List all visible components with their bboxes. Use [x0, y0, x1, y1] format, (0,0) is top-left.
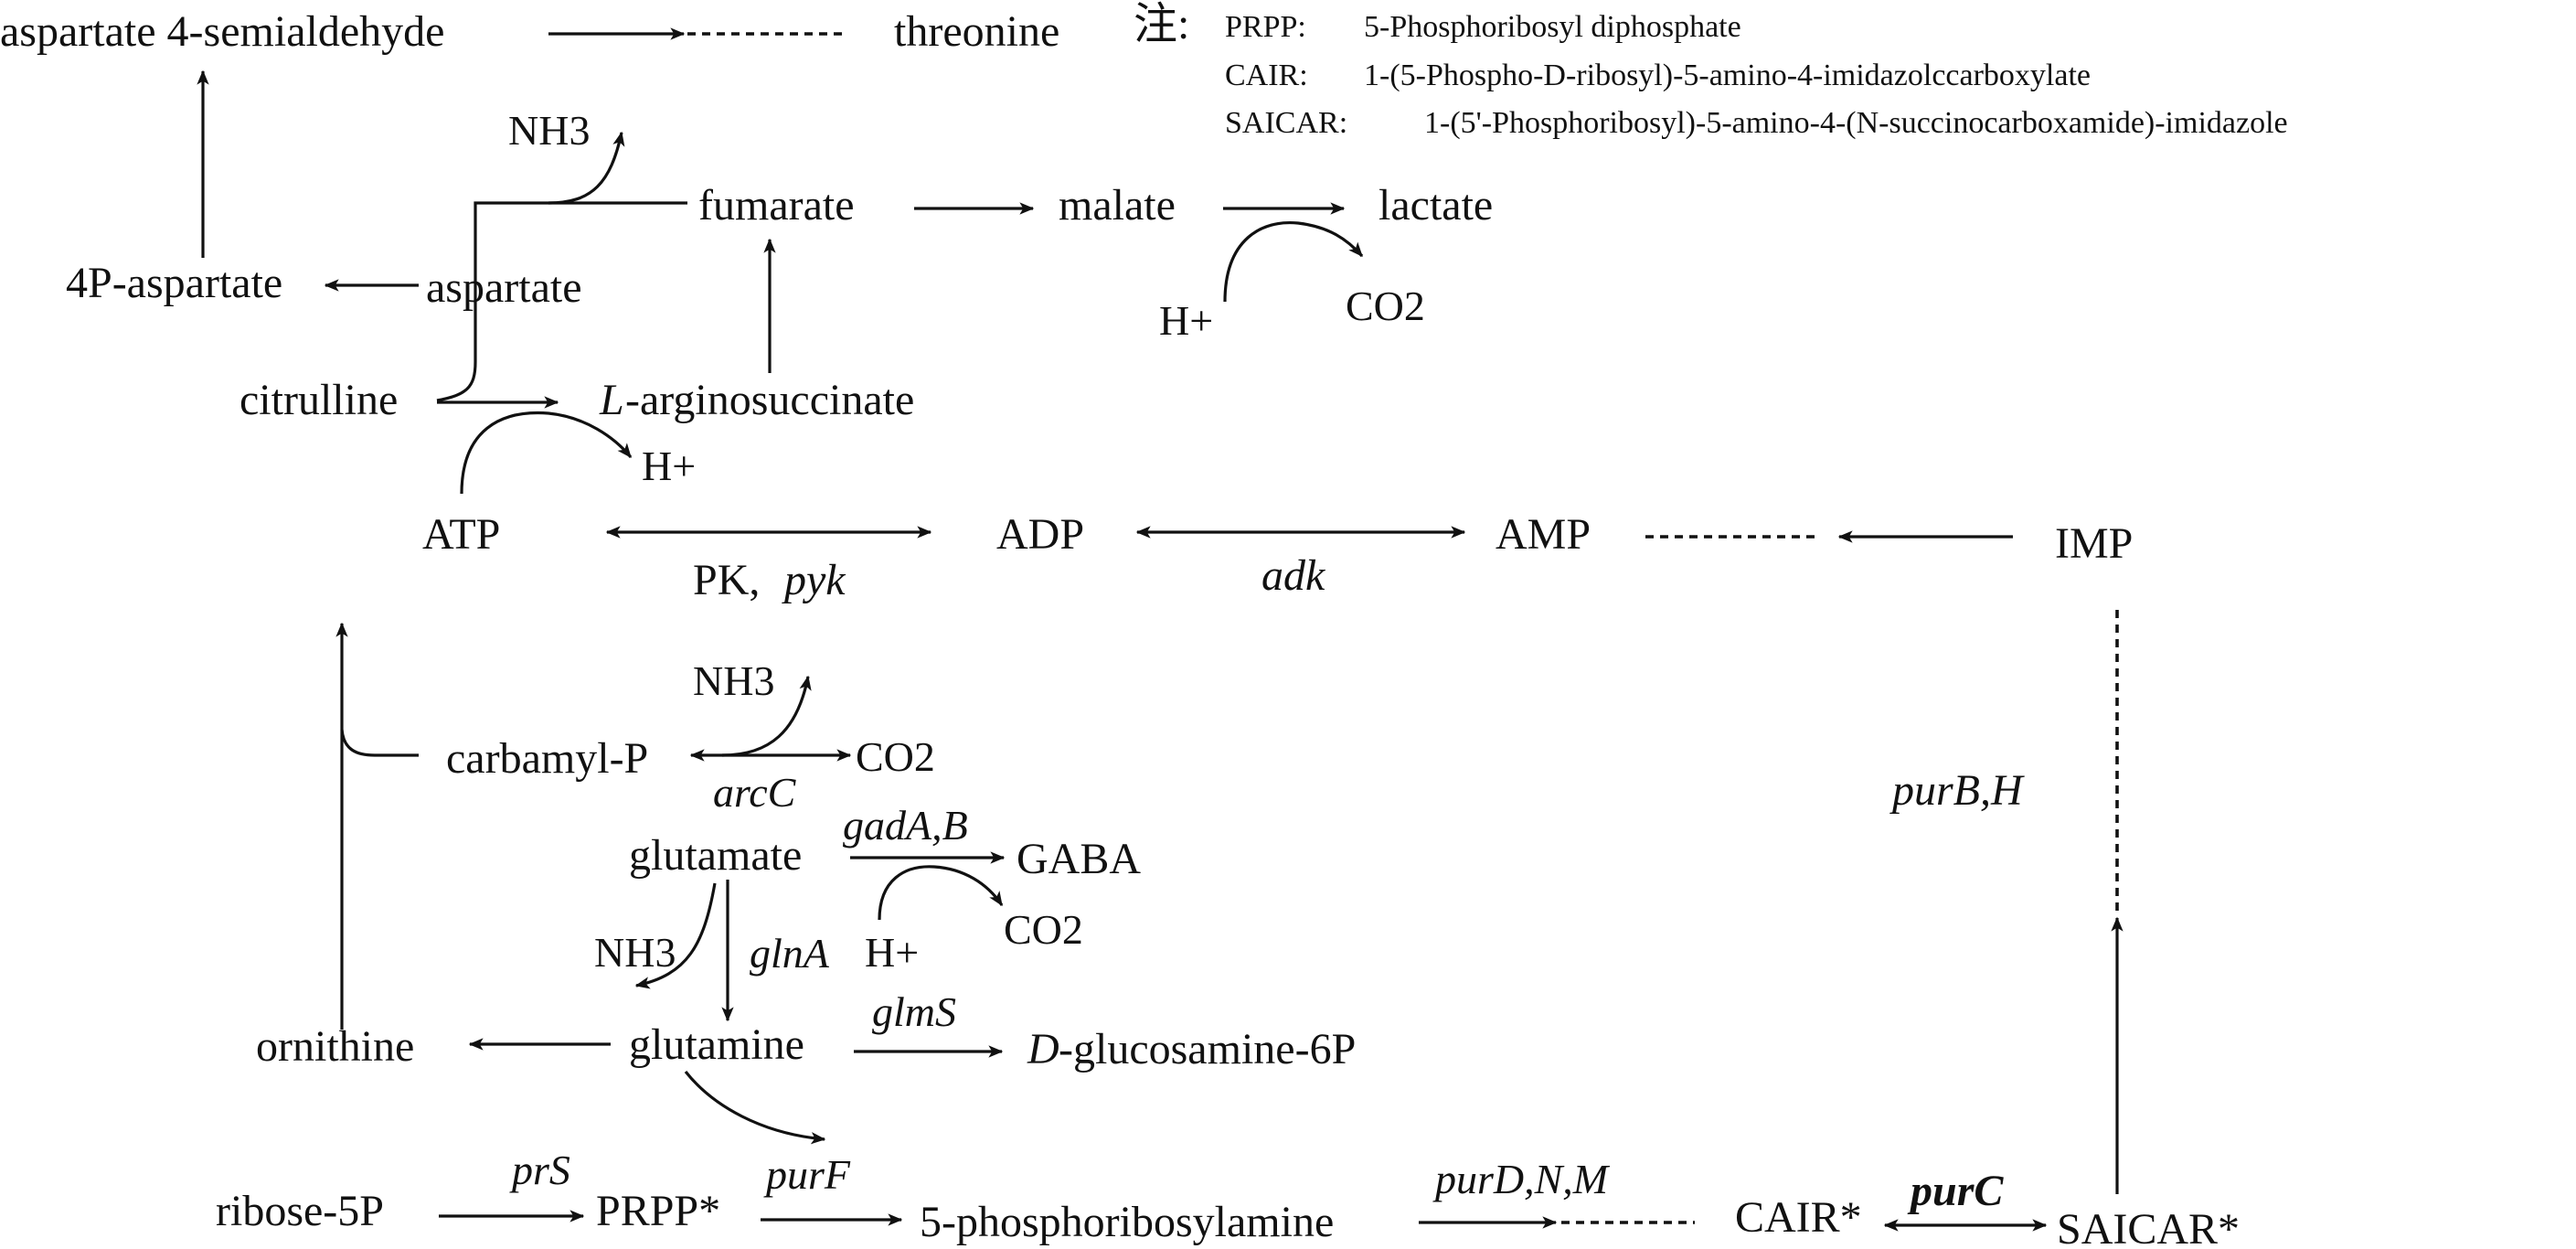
note-prpp-abbr: PRPP: [1225, 10, 1306, 44]
connector-aspartate-to-fumarate [436, 201, 687, 402]
enzyme-arcC: arcC [713, 769, 797, 816]
node-imp: IMP [2055, 519, 2133, 568]
abbreviation-note: 注: PRPP: 5-Phosphoribosyl diphosphate CA… [1134, 0, 2288, 140]
node-aspartate: aspartate [426, 263, 582, 312]
connector-carbamyl-p [340, 729, 419, 757]
node-5-phosphoribosylamine: 5-phosphoribosylamine [920, 1198, 1334, 1246]
enzyme-glmS: glmS [872, 988, 956, 1035]
node-prpp: PRPP* [596, 1187, 720, 1235]
node-ornithine: ornithine [256, 1022, 414, 1071]
enzyme-purDNM: purD,N,M [1432, 1156, 1611, 1202]
enzyme-prS: prS [509, 1147, 570, 1193]
node-cair: CAIR* [1735, 1193, 1862, 1242]
node-saicar: SAICAR* [2057, 1205, 2240, 1249]
arrow-nh3-release-top [548, 131, 625, 205]
node-glucosamine-6p: -glucosamine-6P [1059, 1025, 1356, 1073]
node-co2-top: CO2 [1346, 283, 1425, 329]
node-fumarate: fumarate [698, 181, 855, 230]
arrow-h-plus-to-co2-gaba [878, 865, 1004, 921]
node-ribose-5p: ribose-5P [216, 1187, 384, 1235]
note-prpp-text: 5-Phosphoribosyl diphosphate [1364, 10, 1741, 44]
node-nh3-mid: NH3 [693, 657, 774, 704]
note-cair-abbr: CAIR: [1225, 59, 1308, 92]
node-glucosamine-prefix: D [1027, 1025, 1059, 1073]
note-saicar-abbr: SAICAR: [1225, 106, 1347, 140]
node-nh3-top: NH3 [508, 107, 590, 154]
arrow-h-plus-to-co2-top [1223, 220, 1364, 303]
node-h-plus-gaba: H+ [865, 929, 919, 976]
arrow-atp-to-h-plus [460, 411, 633, 495]
node-h-plus-top: H+ [1159, 297, 1213, 344]
node-adp: ADP [996, 510, 1084, 559]
enzyme-pyk: pyk [782, 556, 846, 604]
note-cair-text: 1-(5-Phospho-D-ribosyl)-5-amino-4-imidaz… [1364, 59, 2091, 92]
node-arginosuccinate-prefix: L [599, 376, 624, 424]
node-h-plus-mid: H+ [642, 443, 696, 489]
arrow-nh3-release-mid [721, 675, 812, 757]
node-citrulline: citrulline [240, 376, 398, 424]
enzyme-purF: purF [763, 1151, 851, 1198]
node-glutamine: glutamine [629, 1020, 804, 1069]
enzyme-adk: adk [1261, 551, 1326, 600]
node-carbamyl-p: carbamyl-P [446, 734, 648, 783]
node-aspartate-semialdehyde: aspartate 4-semialdehyde [0, 7, 444, 56]
enzyme-glnA: glnA [750, 930, 830, 977]
enzyme-purBH: purB,H [1889, 766, 2025, 815]
node-threonine: threonine [894, 7, 1059, 56]
node-malate: malate [1059, 181, 1176, 230]
arrow-glutamine-to-purF [684, 1071, 826, 1145]
node-glutamate: glutamate [629, 831, 802, 880]
note-saicar-text: 1-(5'-Phosphoribosyl)-5-amino-4-(N-succi… [1424, 106, 2288, 140]
node-lactate: lactate [1378, 181, 1493, 230]
enzyme-purC: purC [1907, 1167, 2004, 1215]
note-label: 注: [1134, 0, 1189, 48]
node-4p-aspartate: 4P-aspartate [66, 259, 282, 307]
node-atp: ATP [422, 510, 500, 559]
node-gaba: GABA [1017, 835, 1141, 883]
enzyme-pk: PK, [693, 556, 760, 604]
arrow-nh3-release-low [634, 882, 717, 989]
enzyme-gadAB: gadA,B [843, 802, 968, 849]
node-arginosuccinate: -arginosuccinate [625, 376, 914, 424]
node-amp: AMP [1496, 510, 1591, 559]
node-co2-gaba: CO2 [1004, 906, 1083, 953]
node-nh3-low: NH3 [594, 929, 676, 976]
node-co2-carbamyl: CO2 [856, 733, 935, 780]
